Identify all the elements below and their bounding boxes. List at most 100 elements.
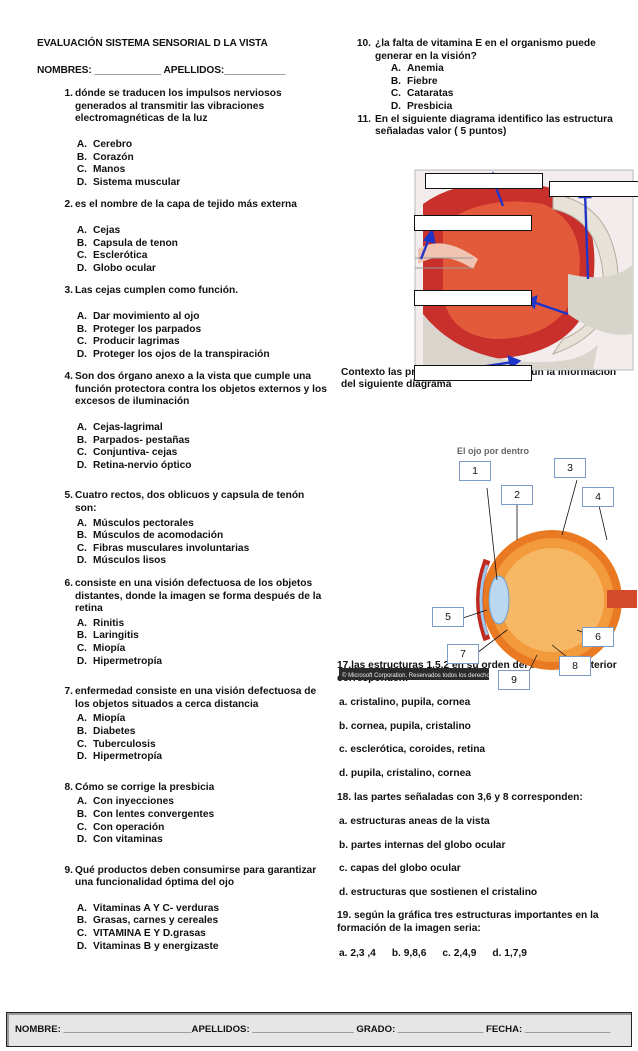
option-item: B.Laringitis — [35, 630, 327, 643]
option-item: D.Vitaminas B y energizaste — [35, 941, 327, 954]
option-letter: A. — [76, 138, 87, 150]
option-item: B.Grasas, carnes y cereales — [35, 915, 327, 928]
question-19: 19. según la gráfica tres estructuras im… — [337, 910, 599, 935]
arrow-4 — [532, 300, 569, 316]
question-18: 18. las partes señaladas con 3,6 y 8 cor… — [337, 791, 583, 803]
label-box-2[interactable] — [549, 181, 638, 197]
question-6: 6.consiste en una visión defectuosa de l… — [35, 578, 327, 616]
option-text: VITAMINA E Y D.grasas — [93, 928, 206, 940]
option-letter: A. — [76, 796, 87, 808]
label-box-3[interactable] — [414, 215, 532, 231]
option-letter: D. — [76, 655, 87, 667]
option-letter: B. — [76, 725, 87, 737]
question-number: 3. — [64, 285, 74, 297]
option-letter: C. — [76, 821, 87, 833]
leader-line — [561, 479, 578, 536]
answer-option: c. 2,4,9 — [442, 947, 477, 959]
answer-option: a. estructuras aneas de la vista — [339, 816, 490, 828]
option-text: Presbicia — [407, 100, 453, 112]
option-item: B.Con lentes convergentes — [35, 809, 327, 822]
question-number: 8. — [64, 781, 74, 793]
option-item: D.Proteger los ojos de la transpiración — [35, 349, 327, 362]
option-text: Miopía — [93, 713, 126, 725]
option-letter: A. — [76, 310, 87, 322]
option-letter: D. — [76, 262, 87, 274]
option-text: Cejas-lagrimal — [93, 422, 163, 434]
answer-option: c. esclerótica, coroides, retina — [339, 744, 486, 756]
question-3: 3.Las cejas cumplen como función. — [35, 285, 327, 298]
option-text: Hipermetropía — [93, 655, 163, 667]
option-letter: C. — [76, 642, 87, 654]
option-item: B.Corazón — [35, 152, 327, 165]
answer-option: c. capas del globo ocular — [339, 863, 461, 875]
option-letter: C. — [390, 88, 401, 100]
option-letter: C. — [76, 928, 87, 940]
option-letter: C. — [76, 164, 87, 176]
option-text: Cejas — [93, 224, 121, 236]
option-text: Rinitis — [93, 617, 125, 629]
option-letter: D. — [76, 751, 87, 763]
option-item: A.Músculos pectorales — [35, 518, 327, 531]
answer-option: d. estructuras que sostienen el cristali… — [339, 886, 538, 898]
question-text: consiste en una visión defectuosa de los… — [75, 578, 322, 615]
option-text: Con vitaminas — [93, 834, 163, 846]
student-info-footer: NOMBRE: ________________________APELLIDO… — [6, 1012, 632, 1047]
answer-list: a. cristalino, pupila, cornea b. cornea, … — [337, 697, 629, 780]
option-text: Fiebre — [407, 75, 438, 87]
option-item: A. Dar movimiento al ojo — [35, 311, 327, 324]
optic-nerve — [607, 590, 637, 608]
option-letter: A. — [76, 517, 87, 529]
answer-option: b. partes internas del globo ocular — [339, 839, 506, 851]
eye-cross-section-diagram — [403, 164, 638, 382]
option-item: C.Con operación — [35, 822, 327, 835]
arrow-head — [422, 228, 436, 244]
leader-line — [486, 487, 498, 581]
answer-option: d. pupila, cristalino, cornea — [339, 767, 471, 779]
label-box-1[interactable] — [425, 173, 543, 189]
cornea — [479, 564, 489, 636]
option-letter: A. — [76, 713, 87, 725]
option-text: Anemia — [407, 63, 444, 75]
question-number: 5. — [64, 490, 74, 502]
option-letter: A. — [390, 63, 401, 75]
option-text: Capsula de tenon — [93, 237, 178, 249]
option-text: Con lentes convergentes — [93, 808, 215, 820]
option-item: B.Proteger los parpados — [35, 324, 327, 337]
answer-option: a. cristalino, pupila, cornea — [339, 697, 471, 709]
option-item: C. VITAMINA E Y D.grasas — [35, 928, 327, 941]
option-item: D. Hipermetropía — [35, 656, 327, 669]
label-box-4[interactable] — [414, 290, 532, 306]
option-text: Grasas, carnes y cereales — [93, 915, 219, 927]
option-letter: B. — [76, 630, 87, 642]
arrow-head — [507, 355, 522, 370]
option-text: Con inyecciones — [93, 796, 174, 808]
left-column: EVALUACIÓN SISTEMA SENSORIAL D LA VISTA … — [35, 38, 327, 957]
option-letter: A. — [76, 617, 87, 629]
option-letter: D. — [76, 940, 87, 952]
option-item: D.Sistema muscular — [35, 177, 327, 190]
option-item: A.Cejas-lagrimal — [35, 422, 327, 435]
answer-list: a. estructuras aneas de la vista b. parte… — [337, 816, 629, 899]
ciliary-body — [418, 243, 478, 269]
option-item: A. Rinitis — [35, 618, 327, 631]
option-letter: B. — [76, 323, 87, 335]
option-text: Dar movimiento al ojo — [93, 310, 200, 322]
option-text: Proteger los ojos de la transpiración — [93, 348, 270, 360]
label-box-5[interactable] — [414, 365, 532, 381]
question-number: 9. — [64, 864, 74, 876]
option-letter: D. — [390, 100, 401, 112]
option-letter: B. — [76, 434, 87, 446]
option-item: C.Miopía — [35, 643, 327, 656]
label-7: 7 — [447, 644, 479, 664]
question-list: 1.dónde se traducen los impulsos nervios… — [35, 88, 327, 953]
option-text: Fibras musculares involuntarias — [93, 542, 250, 554]
answer-option: b. cornea, pupila, cristalino — [339, 720, 471, 732]
